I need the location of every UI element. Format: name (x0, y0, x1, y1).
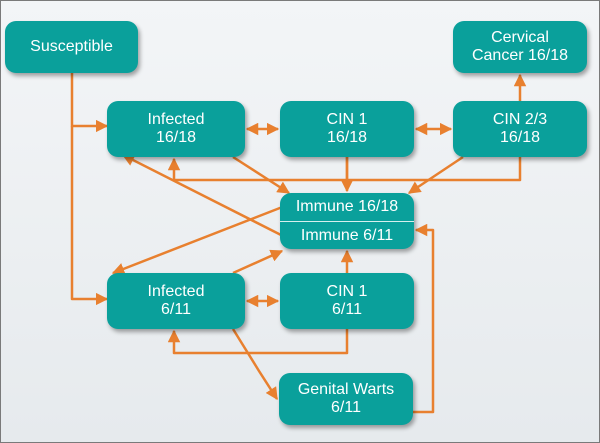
arrow-immune-to-infected-1618 (121, 153, 284, 238)
node-cin1-1618-line-1: CIN 1 (326, 111, 368, 128)
arrow-infected1618-to-immune (232, 155, 291, 195)
arrow-immune-to-infected-611 (111, 204, 286, 275)
node-susceptible-label: Susceptible (30, 38, 113, 55)
node-cin1-611-line-2: 6/11 (332, 301, 362, 318)
node-infected-1618-line-1: Infected (147, 111, 205, 128)
arrow-cin1-611-to-infected-611 (167, 329, 349, 355)
node-cin1-1618-line-2: 16/18 (326, 129, 368, 146)
node-cervical-cancer-line-1: Cervical (491, 29, 549, 46)
node-cin23-1618: CIN 2/3 16/18 (453, 101, 587, 157)
node-immune-611-label: Immune 6/11 (300, 227, 394, 244)
node-immune-1618-label: Immune 16/18 (295, 198, 399, 215)
node-infected-611: Infected 6/11 (107, 273, 245, 329)
node-cervical-cancer-1618: Cervical Cancer 16/18 (453, 21, 587, 73)
arrow-susceptible-to-infected-611 (70, 126, 109, 306)
node-infected-611-line-2: 6/11 (161, 301, 191, 318)
arrow-infected611-to-immune (232, 249, 284, 275)
arrow-susceptible-to-infected-1618 (70, 73, 109, 133)
node-cin1-1618: CIN 1 16/18 (280, 101, 414, 157)
node-cin23-line-1: CIN 2/3 (492, 111, 548, 128)
node-cin23-line-2: 16/18 (499, 129, 541, 146)
arrow-warts-to-immune-611 (413, 223, 435, 414)
node-immune: Immune 16/18 Immune 6/11 (280, 193, 414, 249)
arrow-cin23-to-immune (407, 155, 464, 195)
node-cervical-cancer-line-2: Cancer 16/18 (471, 47, 569, 64)
node-infected-1618: Infected 16/18 (107, 101, 245, 157)
node-immune-divider (280, 221, 414, 222)
node-genital-warts-611: Genital Warts 6/11 (279, 373, 413, 425)
node-genital-warts-line-2: 6/11 (331, 399, 361, 416)
arrow-infected611-to-warts (231, 328, 279, 401)
node-susceptible: Susceptible (5, 21, 138, 73)
node-infected-1618-line-2: 16/18 (155, 129, 197, 146)
node-genital-warts-line-1: Genital Warts (297, 381, 395, 398)
node-infected-611-line-1: Infected (147, 283, 205, 300)
node-cin1-611: CIN 1 6/11 (280, 273, 414, 329)
node-cin1-611-line-1: CIN 1 (326, 283, 368, 300)
